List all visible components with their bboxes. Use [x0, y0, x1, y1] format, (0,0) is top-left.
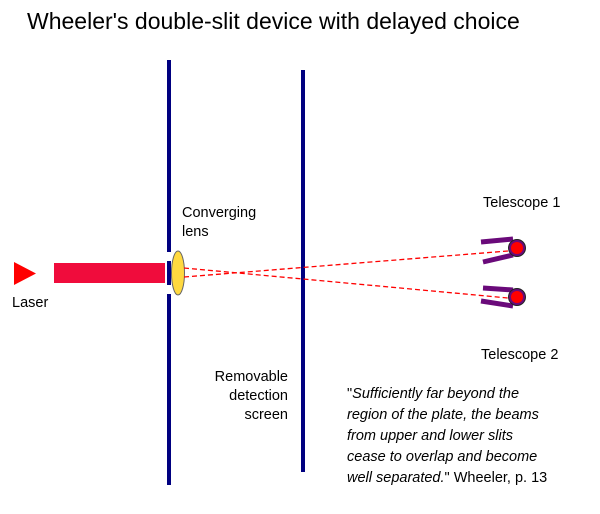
screen-label: Removable detection screen [190, 368, 288, 425]
converging-lens [171, 250, 185, 296]
screen-label-line: screen [244, 407, 288, 423]
lens-label: Converging lens [182, 204, 256, 242]
screen-label-line: detection [229, 388, 288, 404]
telescope-2-icon [480, 285, 526, 309]
quote-mark: " [444, 470, 450, 486]
double-slit-plate [167, 60, 171, 485]
beam-path-lower-slit [183, 250, 509, 278]
screen-label-line: Removable [214, 369, 288, 385]
quote-line: region of the plate, the beams [347, 407, 539, 423]
wheeler-quote: "Sufficiently far beyond the region of t… [347, 384, 547, 489]
beam-path-upper-slit [183, 267, 509, 299]
diagram-title: Wheeler's double-slit device with delaye… [27, 8, 520, 34]
quote-line: Sufficiently far beyond the [352, 386, 520, 402]
quote-mark: " [347, 386, 353, 402]
telescope-2-label: Telescope 2 [481, 347, 559, 363]
quote-line: cease to overlap and become [347, 449, 538, 465]
quote-line: well separated. [347, 470, 445, 486]
detection-screen [301, 70, 305, 472]
telescope-1-icon [480, 236, 526, 265]
telescope-1-label: Telescope 1 [483, 195, 561, 211]
laser-label: Laser [12, 295, 49, 311]
lens-label-line: Converging [182, 205, 257, 221]
slit-lower [167, 285, 171, 294]
laser-beam [54, 263, 165, 283]
quote-line: from upper and lower slits [347, 428, 514, 444]
laser-icon [14, 262, 36, 285]
slit-upper [167, 252, 171, 261]
lens-label-line: lens [182, 224, 209, 240]
quote-citation: Wheeler, p. 13 [449, 470, 548, 486]
